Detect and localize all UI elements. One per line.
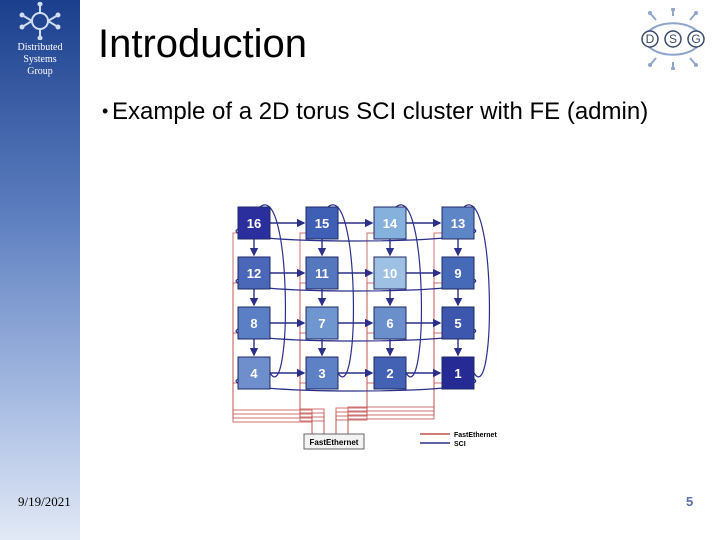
dsg-logo: D S G bbox=[641, 8, 705, 70]
fast-ethernet-cable bbox=[299, 382, 325, 434]
fast-ethernet-switch bbox=[303, 433, 365, 450]
switch-label: FastEthernet bbox=[310, 438, 359, 447]
sci-wraparound-link bbox=[235, 328, 477, 342]
node-label: 8 bbox=[250, 316, 257, 331]
node-box bbox=[441, 356, 475, 390]
node-label: 1 bbox=[454, 366, 461, 381]
logo-letter: G bbox=[691, 32, 700, 46]
sci-wraparound-link bbox=[327, 204, 355, 378]
node-box bbox=[441, 256, 475, 290]
node-box bbox=[237, 256, 271, 290]
node-label: 6 bbox=[386, 316, 393, 331]
node-label: 15 bbox=[315, 216, 329, 231]
node-box bbox=[305, 256, 339, 290]
fast-ethernet-cable bbox=[232, 382, 313, 434]
sci-wraparound-link bbox=[259, 204, 287, 378]
group-name-line: Distributed bbox=[17, 42, 63, 53]
node-label: 16 bbox=[247, 216, 261, 231]
slide-title: Introduction bbox=[98, 22, 308, 66]
bullet-icon: • bbox=[102, 101, 109, 121]
group-name-line: Systems bbox=[23, 54, 57, 65]
slide-date: 9/19/2021 bbox=[18, 494, 71, 509]
node-box bbox=[373, 356, 407, 390]
sci-wraparound-link bbox=[235, 378, 477, 392]
sci-wraparound-link bbox=[463, 204, 491, 378]
legend-label: SCI bbox=[454, 441, 466, 448]
node-box bbox=[237, 306, 271, 340]
node-label: 14 bbox=[383, 216, 398, 231]
node-box bbox=[441, 306, 475, 340]
bullet-point: • Example of a 2D torus SCI cluster with… bbox=[102, 95, 662, 128]
fast-ethernet-cable bbox=[335, 382, 374, 434]
node-box bbox=[305, 306, 339, 340]
group-name: Distributed Systems Group bbox=[0, 42, 80, 78]
node-label: 10 bbox=[383, 266, 397, 281]
node-box bbox=[373, 206, 407, 240]
slide-number: 5 bbox=[686, 494, 694, 509]
node-label: 3 bbox=[318, 366, 325, 381]
node-box bbox=[237, 206, 271, 240]
node-label: 5 bbox=[454, 316, 461, 331]
bullet-text: Example of a 2D torus SCI cluster with F… bbox=[112, 98, 649, 125]
node-label: 4 bbox=[250, 366, 258, 381]
node-box bbox=[373, 306, 407, 340]
dsg-emblem-icon bbox=[19, 2, 61, 40]
node-label: 12 bbox=[247, 266, 261, 281]
logo-letter: D bbox=[646, 32, 655, 46]
node-box bbox=[373, 256, 407, 290]
node-label: 11 bbox=[315, 266, 329, 281]
node-label: 7 bbox=[318, 316, 325, 331]
sci-wraparound-link bbox=[235, 278, 477, 292]
node-label: 13 bbox=[451, 216, 465, 231]
fast-ethernet-cable bbox=[347, 382, 442, 434]
node-box bbox=[441, 206, 475, 240]
sci-wraparound-link bbox=[235, 228, 477, 242]
logo-letter: S bbox=[669, 32, 677, 46]
legend-label: FastEthernet bbox=[454, 432, 497, 439]
sidebar: Distributed Systems Group bbox=[0, 0, 80, 540]
node-label: 2 bbox=[386, 366, 393, 381]
node-box bbox=[305, 206, 339, 240]
group-name-line: Group bbox=[27, 66, 53, 77]
sci-wraparound-link bbox=[395, 204, 423, 378]
node-box bbox=[237, 356, 271, 390]
node-label: 9 bbox=[454, 266, 461, 281]
node-box bbox=[305, 356, 339, 390]
